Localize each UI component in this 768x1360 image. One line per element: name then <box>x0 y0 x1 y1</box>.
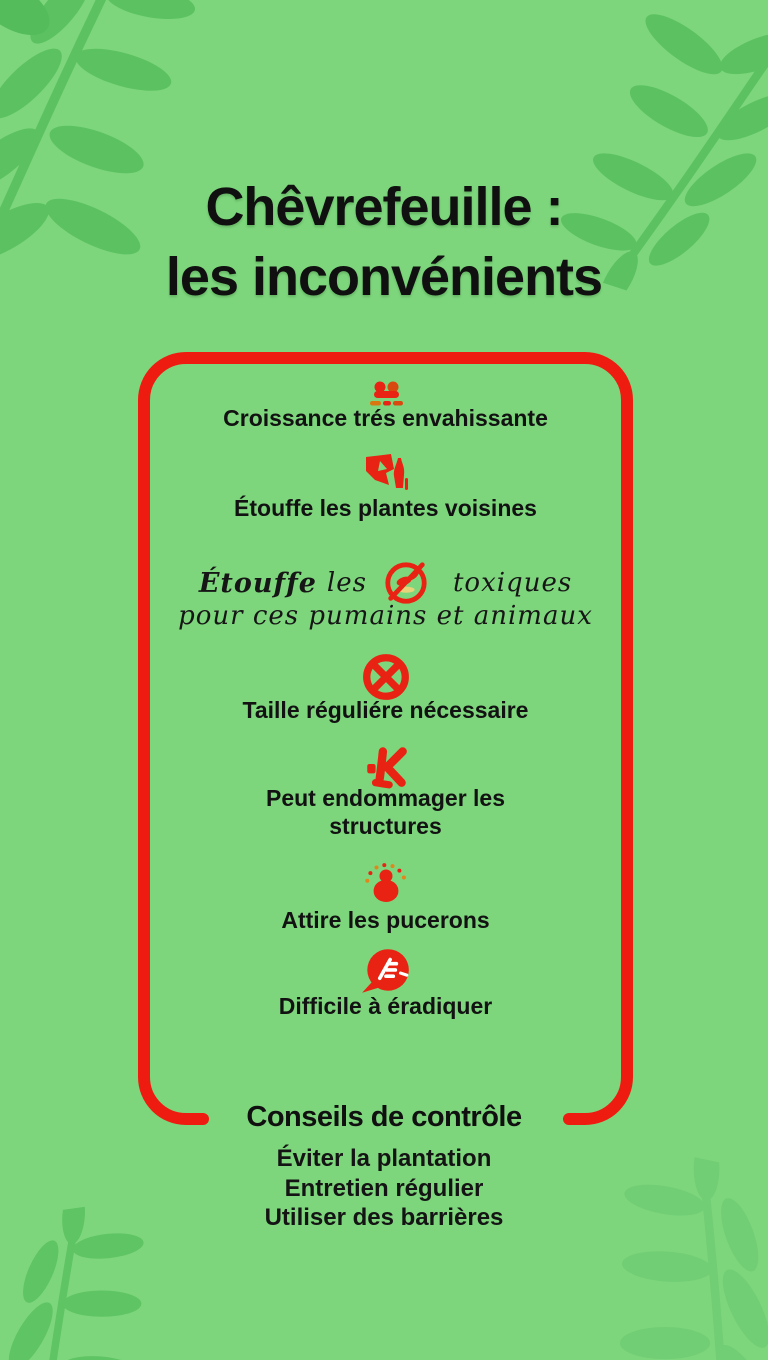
handwritten-note-line1: Étouffe les toxiques <box>138 558 633 608</box>
drawback-row <box>138 652 633 702</box>
drawback-row <box>138 944 633 998</box>
crossed-circle-icon <box>362 654 409 700</box>
handwritten-mid: les <box>326 568 367 598</box>
drawback-label: Taille réguliére nécessaire <box>242 697 529 723</box>
structure-damage-icon <box>366 747 407 789</box>
handwritten-post: toxiques <box>452 568 573 598</box>
drawback-row <box>138 740 633 790</box>
frame-cap-right <box>563 1113 578 1125</box>
frame-cap-left <box>194 1113 209 1125</box>
drawback-label: Étouffe les plantes voisines <box>234 495 537 521</box>
eradication-icon <box>361 949 409 993</box>
drawback-row <box>138 855 633 903</box>
control-tips-list: Éviter la plantation Entretien régulier … <box>0 1144 768 1233</box>
drawback-row <box>138 450 633 498</box>
no-toxic-icon <box>385 562 427 604</box>
drawback-label: Croissance trés envahissante <box>223 405 548 431</box>
leaf-blob-top-left-corner <box>0 0 50 36</box>
control-tip-item: Utiliser des barrières <box>264 1204 504 1231</box>
drawback-row <box>138 380 633 410</box>
drawback-label: Attire les pucerons <box>281 907 490 933</box>
handwritten-note-line2: pour ces pumains et animaux <box>178 601 593 631</box>
control-tip-item: Entretien régulier <box>284 1174 484 1202</box>
page-title: Chêvrefeuille : les inconvénients <box>0 172 768 312</box>
handwritten-pre: Étouffe <box>198 567 317 599</box>
drawback-label: Peut endommager les structures <box>138 784 633 840</box>
control-tip-item: Éviter la plantation <box>276 1145 492 1172</box>
drawback-label-text: Peut endommager les structures <box>265 785 506 839</box>
page-title-line1: Chêvrefeuille : <box>205 177 563 237</box>
frame-bottom-gap <box>203 1106 569 1132</box>
drawback-label: Difficile à éradiquer <box>278 993 493 1019</box>
spreading-growth-icon <box>369 381 403 406</box>
page-title-line2: les inconvénients <box>165 247 603 307</box>
control-tips-heading: Conseils de contrôle <box>246 1101 522 1133</box>
smothering-plant-icon <box>365 454 408 490</box>
aphid-icon <box>364 863 406 902</box>
